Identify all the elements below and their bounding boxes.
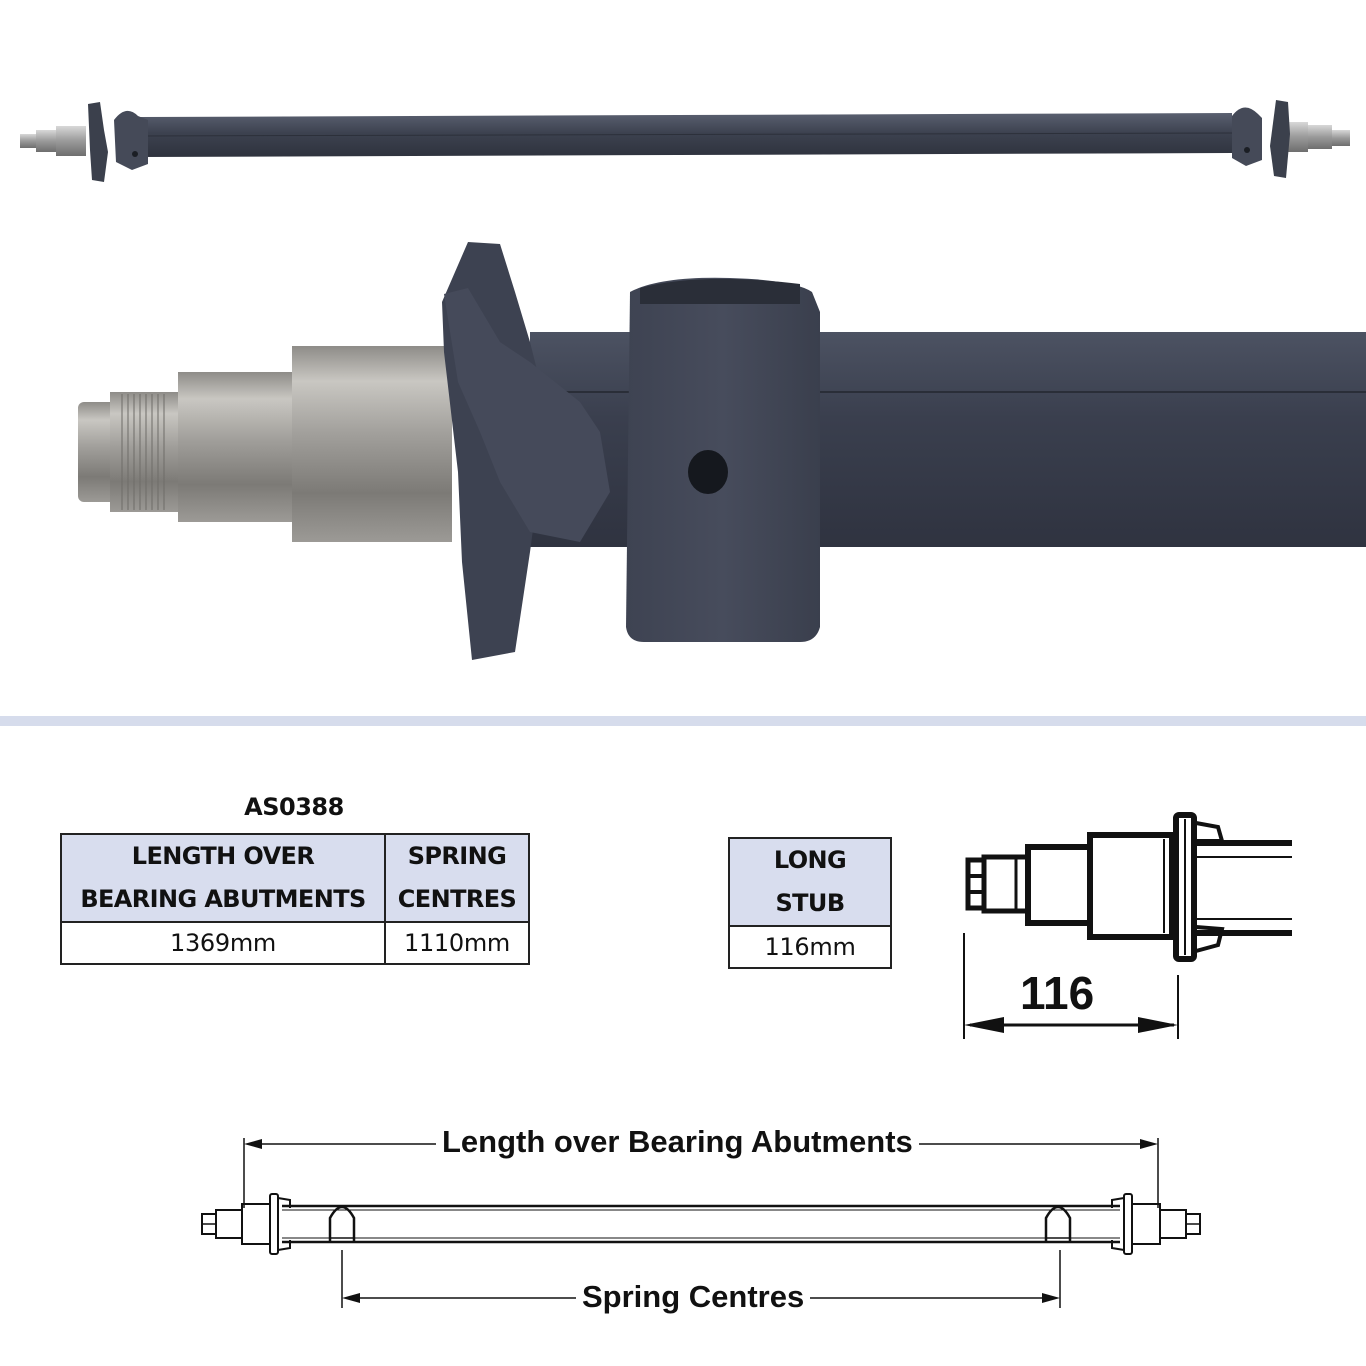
stub-table: LONG STUB 116mm: [728, 837, 892, 969]
section-divider: [0, 716, 1366, 726]
header-long-stub: LONG STUB: [728, 837, 892, 927]
length-over-bearing-abutments-label: Length over Bearing Abutments: [436, 1124, 919, 1160]
value-length-over-bearing-abutments: 1369mm: [60, 921, 386, 965]
stub-dimension-label: 116: [1020, 967, 1095, 1019]
value-spring-centres: 1110mm: [384, 921, 530, 965]
spring-centres-label: Spring Centres: [576, 1279, 811, 1315]
part-number-title: AS0388: [244, 793, 344, 821]
spec-table: LENGTH OVER BEARING ABUTMENTS SPRING CEN…: [60, 833, 530, 965]
stub-closeup-photo: [60, 232, 1366, 682]
value-long-stub: 116mm: [728, 925, 892, 969]
header-length-over-bearing-abutments: LENGTH OVER BEARING ABUTMENTS: [60, 833, 386, 923]
full-axle-photo: [0, 90, 1366, 190]
header-spring-centres: SPRING CENTRES: [384, 833, 530, 923]
stub-dimension-diagram: [950, 805, 1300, 1045]
